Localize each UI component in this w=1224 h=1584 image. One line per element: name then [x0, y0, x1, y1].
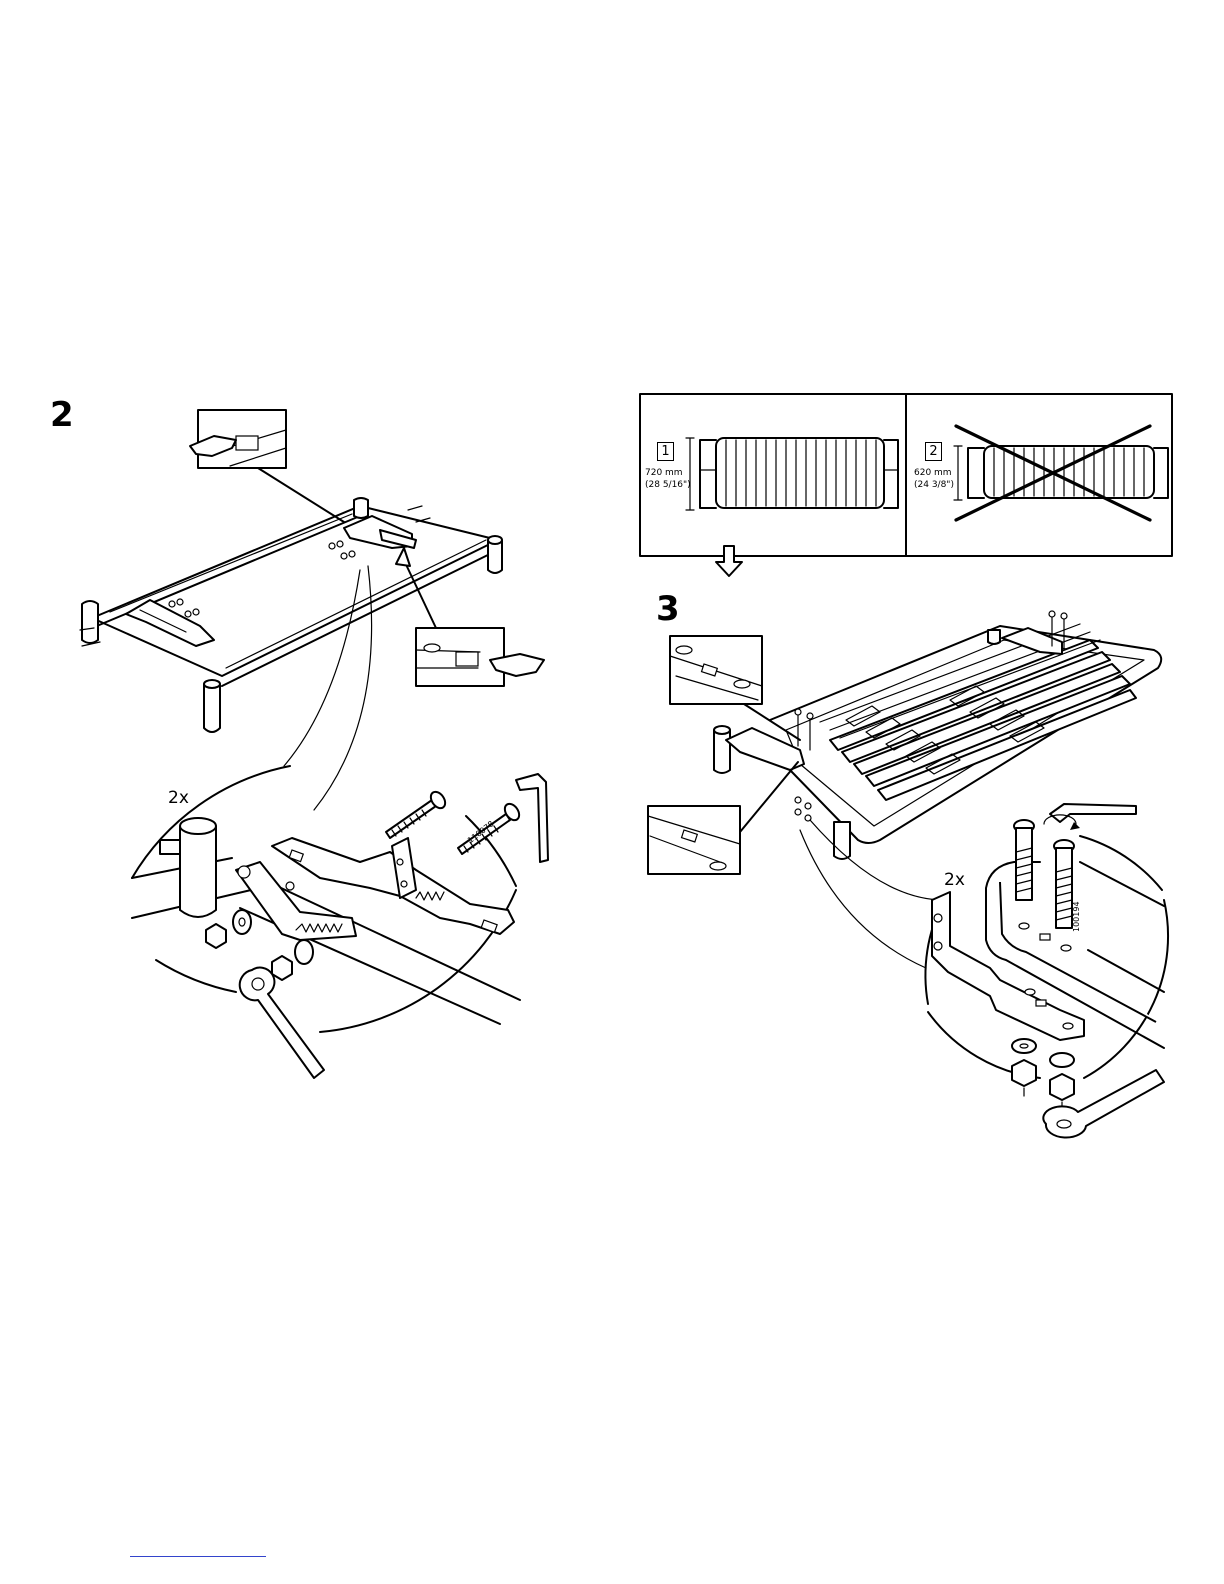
slat-base-incorrect — [954, 426, 1168, 520]
step3-frame-illustration — [648, 611, 1161, 968]
nut-icon — [272, 956, 292, 980]
step-number-2: 2 — [50, 398, 74, 432]
option-2-dimension-mm: 620 mm — [914, 468, 952, 478]
option-2-label: 2 — [925, 442, 942, 461]
bolt-icon — [1054, 840, 1074, 928]
washer-icon — [295, 940, 313, 964]
nut-icon — [1050, 1074, 1074, 1100]
step2-detail-illustration — [132, 766, 548, 1078]
bolt-icon — [386, 789, 448, 838]
option-2-dimension-in: (24 3/8") — [914, 480, 954, 490]
allen-key-icon — [516, 774, 548, 862]
option-1-label: 1 — [657, 442, 674, 461]
cross-out-icon — [956, 426, 1150, 520]
option-1-dimension-mm: 720 mm — [645, 468, 683, 478]
step2-frame-illustration — [80, 410, 544, 810]
down-arrow-icon — [716, 546, 742, 576]
step3-quantity: 2x — [944, 870, 965, 890]
slat-comparison-panel — [640, 394, 1172, 576]
footer-rule — [130, 1556, 266, 1557]
slat-base-correct — [686, 438, 898, 510]
nut-icon — [1012, 1060, 1036, 1086]
step2-quantity: 2x — [168, 788, 189, 808]
washer-icon — [1050, 1053, 1074, 1067]
step3-detail-illustration — [925, 804, 1168, 1138]
option-1-dimension-in: (28 5/16") — [645, 480, 691, 490]
step-number-3: 3 — [656, 592, 680, 626]
bolt-icon — [1014, 820, 1034, 900]
allen-key-icon — [1050, 804, 1136, 822]
step3-part-number: 100194 — [1072, 901, 1081, 932]
nut-icon — [206, 924, 226, 948]
